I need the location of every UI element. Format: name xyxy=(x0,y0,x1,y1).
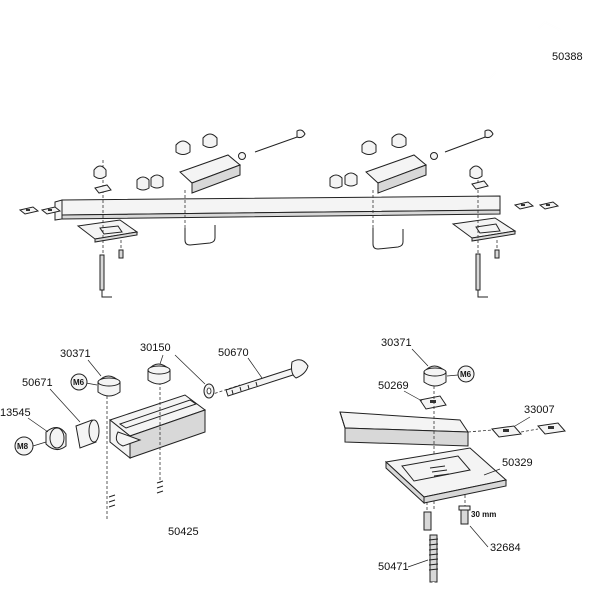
label-30371-left: 30371 xyxy=(60,348,91,360)
label-30150: 30150 xyxy=(140,342,171,354)
label-50471: 50471 xyxy=(378,561,409,573)
label-50329: 50329 xyxy=(502,457,533,469)
label-50269: 50269 xyxy=(378,380,409,392)
crossbar xyxy=(54,195,501,221)
label-50670: 50670 xyxy=(218,347,249,359)
foot-pad-50329: 50329 xyxy=(384,447,533,505)
label-13545: 13545 xyxy=(0,407,31,419)
knob-13545: M8 13545 xyxy=(0,407,67,456)
square-nuts-33007: 33007 xyxy=(491,404,566,438)
bolt-50670: 50670 xyxy=(218,347,309,397)
foot-detail: M6 30371 50269 33007 xyxy=(339,337,566,603)
washer-30150 xyxy=(174,354,215,399)
bar-section xyxy=(339,411,469,447)
brackets-overview xyxy=(179,154,427,194)
label-50425: 50425 xyxy=(168,526,199,538)
long-bolt-50471: 50471 xyxy=(378,511,444,603)
overview-assembly xyxy=(18,129,560,298)
hex-key-50388: 50388 xyxy=(489,21,583,79)
nuts-left xyxy=(18,206,62,215)
foot-pad-right xyxy=(451,180,517,298)
ubolt-50425: 50425 xyxy=(108,480,199,538)
dimension-30mm: 30 mm xyxy=(471,510,496,519)
knob-30371-left: M6 30371 xyxy=(60,348,121,397)
tnut-50269: 50269 xyxy=(378,380,447,410)
ubolts-overview xyxy=(184,190,404,250)
bracket-50425-body xyxy=(108,394,207,460)
bolts-overview xyxy=(238,129,494,160)
label-32684: 32684 xyxy=(490,542,521,554)
knob-30371-right: M6 30371 xyxy=(381,337,475,387)
bracket-detail: 50425 M6 30371 30150 xyxy=(0,342,309,538)
nuts-right xyxy=(513,201,560,210)
foot-pad-left xyxy=(76,160,139,298)
label-50388: 50388 xyxy=(552,51,583,63)
screw-32684: 30 mm 32684 xyxy=(458,505,521,554)
tnuts-top xyxy=(94,180,489,194)
badge-m8: M8 xyxy=(17,442,29,451)
knob-50671: 50671 xyxy=(22,377,100,449)
badge-m6-right: M6 xyxy=(460,370,472,379)
badge-m6-left: M6 xyxy=(73,378,85,387)
knob-30150: 30150 xyxy=(140,342,171,385)
label-50671: 50671 xyxy=(22,377,53,389)
label-30371-right: 30371 xyxy=(381,337,412,349)
label-33007: 33007 xyxy=(524,404,555,416)
knobs-overview xyxy=(93,133,483,191)
